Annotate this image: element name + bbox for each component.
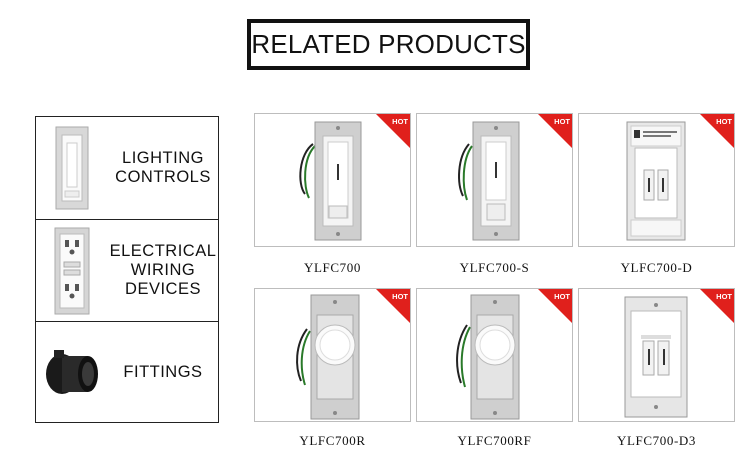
section-title: RELATED PRODUCTS — [247, 19, 530, 70]
category-lighting-controls[interactable]: LIGHTING CONTROLS — [36, 117, 218, 220]
conduit-fitting-icon — [36, 322, 108, 422]
dimmer-switch-icon — [36, 117, 108, 219]
hot-badge — [376, 114, 410, 148]
product-name[interactable]: YLFC700R — [299, 433, 366, 448]
product-card-ylfc700[interactable]: HOT — [254, 113, 411, 247]
category-label: ELECTRICAL WIRING DEVICES — [109, 242, 217, 298]
category-electrical-wiring-devices[interactable]: ELECTRICAL WIRING DEVICES — [36, 220, 218, 322]
hot-badge — [700, 289, 734, 323]
hot-badge-text: HOT — [716, 292, 732, 301]
product-name[interactable]: YLFC700-S — [459, 260, 530, 275]
gfci-outlet-icon — [36, 220, 108, 321]
hot-badge — [538, 114, 572, 148]
hot-badge — [376, 289, 410, 323]
category-label: LIGHTING CONTROLS — [115, 149, 211, 186]
dual-slide-switch-image — [624, 296, 688, 418]
dimmer-switch-image — [458, 121, 520, 241]
hot-badge-text: HOT — [716, 117, 732, 126]
product-name[interactable]: YLFC700 — [304, 260, 361, 275]
product-card-ylfc700-d[interactable]: HOT — [578, 113, 735, 247]
category-panel: LIGHTING CONTROLS ELECTRICAL WIRING DEVI… — [35, 116, 219, 423]
product-card-ylfc700-s[interactable]: HOT — [416, 113, 573, 247]
dual-slide-switch-image — [626, 121, 686, 241]
product-card-ylfc700-d3[interactable]: HOT — [578, 288, 735, 422]
category-fittings[interactable]: FITTINGS — [36, 322, 218, 422]
rotary-dimmer-image — [296, 294, 360, 420]
product-name[interactable]: YLFC700RF — [457, 433, 532, 448]
dimmer-switch-image — [299, 121, 362, 241]
product-name[interactable]: YLFC700-D — [620, 260, 693, 275]
rotary-dimmer-image — [456, 294, 520, 420]
hot-badge — [538, 289, 572, 323]
hot-badge-text: HOT — [554, 292, 570, 301]
hot-badge-text: HOT — [392, 117, 408, 126]
hot-badge — [700, 114, 734, 148]
hot-badge-text: HOT — [554, 117, 570, 126]
product-card-ylfc700rf[interactable]: HOT — [416, 288, 573, 422]
section-title-text: RELATED PRODUCTS — [251, 29, 526, 59]
product-name[interactable]: YLFC700-D3 — [617, 433, 696, 448]
category-label: FITTINGS — [123, 362, 203, 381]
product-card-ylfc700r[interactable]: HOT — [254, 288, 411, 422]
hot-badge-text: HOT — [392, 292, 408, 301]
